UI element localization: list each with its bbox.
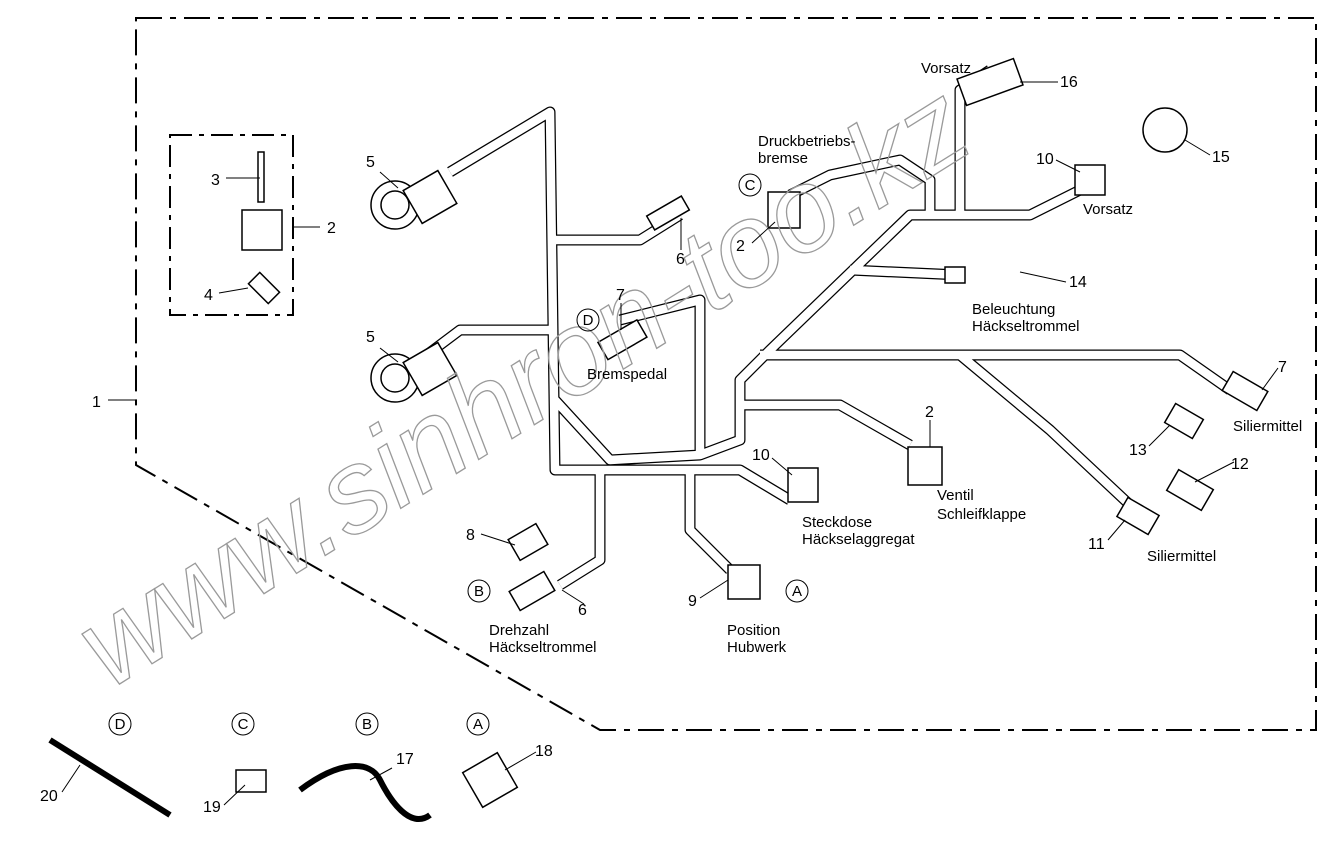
connector-10-steckdose — [787, 467, 819, 503]
valve-2-c — [767, 191, 801, 229]
callout-7: 7 — [616, 287, 625, 304]
leader-lines — [61, 81, 1279, 806]
connector-11 — [1115, 496, 1161, 536]
label-druckbetriebsbremse: bremse — [758, 150, 808, 167]
label-vorsatz: Vorsatz — [1083, 201, 1133, 218]
callout-5: 5 — [366, 154, 375, 171]
harness-wires — [416, 65, 1234, 590]
connector-8 — [507, 522, 549, 562]
connector-10-vorsatz — [1074, 164, 1106, 196]
label-ventil: Ventil — [937, 487, 974, 504]
callout-6: 6 — [676, 251, 685, 268]
assembly-outline — [135, 17, 1317, 731]
circle-label-a: A — [792, 583, 802, 600]
label-bremspedal: Bremspedal — [587, 366, 667, 383]
label-beleuchtung: Häckseltrommel — [972, 318, 1080, 335]
callout-17: 17 — [396, 751, 414, 768]
watermark: www.sinhron-too.kz — [54, 58, 992, 712]
callout-20: 20 — [40, 788, 58, 805]
label-druckbetriebsbremse: Druckbetriebs- — [758, 133, 856, 150]
circle-label-b: B — [362, 716, 372, 733]
connector-13 — [1163, 402, 1205, 440]
callout-5: 5 — [366, 329, 375, 346]
circle-label-a: A — [473, 716, 483, 733]
circle-label-d: D — [583, 312, 594, 329]
connector-9 — [727, 564, 761, 600]
circle-label-d: D — [115, 716, 126, 733]
callout-3: 3 — [211, 172, 220, 189]
circle-label-c: C — [238, 716, 249, 733]
label-steckdose: Steckdose — [802, 514, 872, 531]
label-beleuchtung: Beleuchtung — [972, 301, 1055, 318]
connector-16 — [956, 57, 1024, 107]
callout-2: 2 — [925, 404, 934, 421]
callout-15: 15 — [1212, 149, 1230, 166]
connector-15 — [1142, 107, 1188, 153]
connector-7-bremspedal — [596, 318, 648, 361]
circle-label-c: C — [745, 177, 756, 194]
callout-9: 9 — [688, 593, 697, 610]
connector-18 — [461, 751, 519, 809]
subassembly-outline — [169, 134, 294, 316]
connector-12 — [1165, 468, 1215, 512]
callout-2: 2 — [736, 238, 745, 255]
connector-5-top — [370, 169, 458, 230]
callout-16: 16 — [1060, 74, 1078, 91]
callout-18: 18 — [535, 743, 553, 760]
callout-8: 8 — [466, 527, 475, 544]
callout-19: 19 — [203, 799, 221, 816]
callout-10: 10 — [1036, 151, 1054, 168]
label-position: Position — [727, 622, 780, 639]
circled-letters: C D B A D C B A — [108, 173, 809, 736]
label-ventil: Schleifklappe — [937, 506, 1026, 523]
circle-label-b: B — [474, 583, 484, 600]
callout-2: 2 — [327, 220, 336, 237]
callout-11: 11 — [1088, 536, 1105, 553]
callout-7: 7 — [1278, 359, 1287, 376]
label-position: Hubwerk — [727, 639, 787, 656]
label-siliermittel: Siliermittel — [1147, 548, 1216, 565]
label-steckdose: Häckselaggregat — [802, 531, 915, 548]
valve-2-box — [241, 151, 283, 305]
connector-14 — [944, 266, 966, 284]
callout-12: 12 — [1231, 456, 1249, 473]
label-drehzahl: Häckseltrommel — [489, 639, 597, 656]
connector-6-drehzahl — [508, 570, 556, 612]
label-drehzahl: Drehzahl — [489, 622, 549, 639]
callout-13: 13 — [1129, 442, 1147, 459]
connector-5-bottom — [370, 341, 458, 403]
cable-17 — [298, 763, 432, 823]
callout-4: 4 — [204, 287, 213, 304]
callout-1: 1 — [92, 394, 101, 411]
label-siliermittel: Siliermittel — [1233, 418, 1302, 435]
valve-2-schleifklappe — [907, 446, 943, 486]
label-vorsatz: Vorsatz — [921, 60, 971, 77]
callout-14: 14 — [1069, 274, 1087, 291]
cable-20 — [48, 737, 172, 818]
callout-10: 10 — [752, 447, 770, 464]
connector-6-top — [645, 195, 691, 231]
callout-6: 6 — [578, 602, 587, 619]
connector-7-silier — [1221, 370, 1269, 412]
